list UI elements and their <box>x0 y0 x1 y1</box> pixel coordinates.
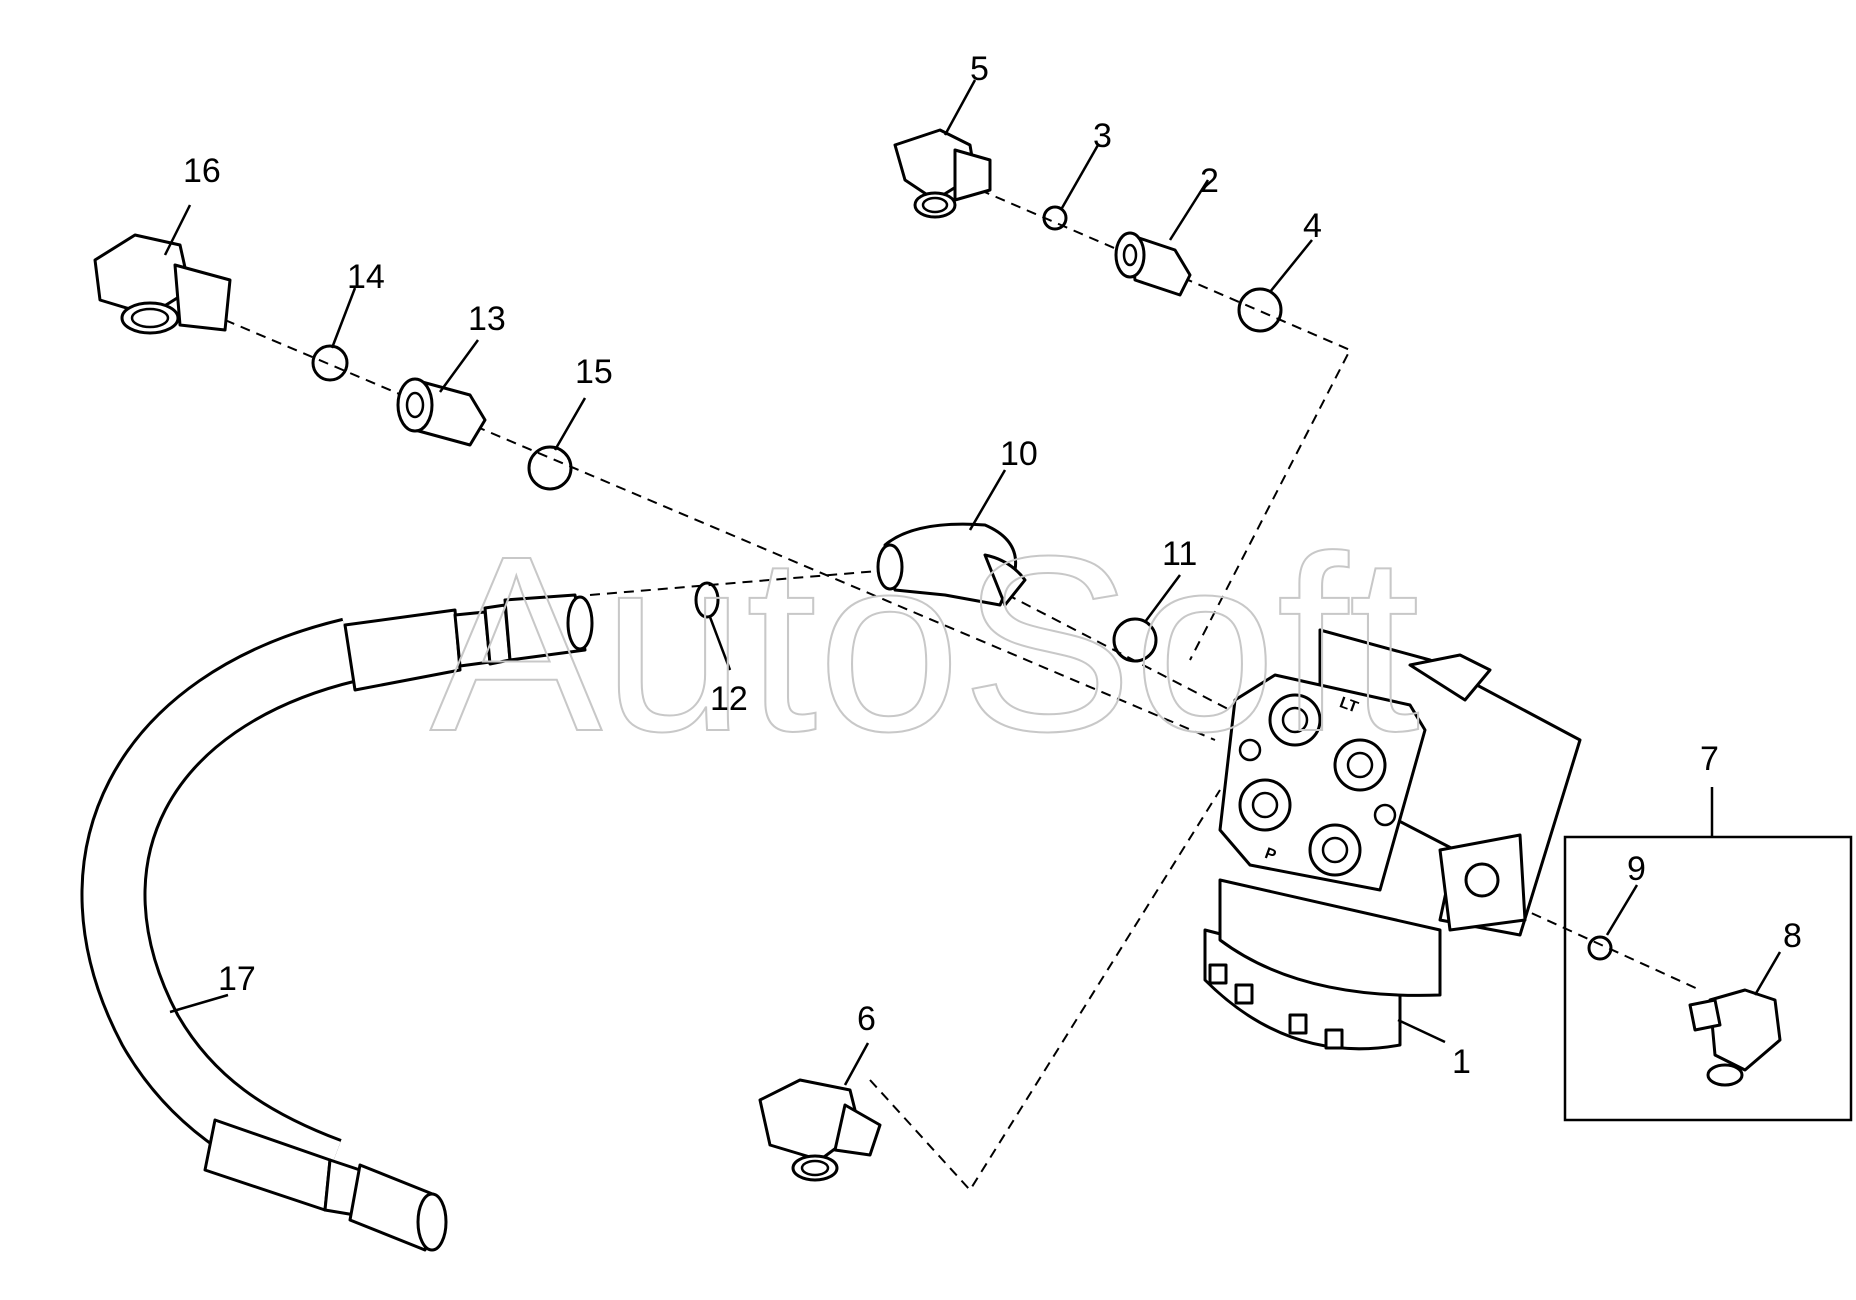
adapter-fitting-13 <box>396 377 487 447</box>
o-ring-11 <box>1112 617 1158 663</box>
hose-assembly-17 <box>80 593 594 1252</box>
callout-5: 5 <box>970 50 989 88</box>
o-ring-15 <box>527 445 573 491</box>
callout-7: 7 <box>1700 740 1719 778</box>
callout-8: 8 <box>1783 917 1802 955</box>
callout-16: 16 <box>183 152 221 190</box>
elbow-fitting-10 <box>876 522 1027 607</box>
callout-17: 17 <box>218 960 256 998</box>
callout-numbers: 1 2 3 4 5 6 7 8 9 10 11 12 13 14 15 16 1… <box>183 50 1802 1081</box>
watermark-text: AutoSoft <box>430 504 1420 783</box>
o-ring-4 <box>1237 287 1283 333</box>
o-rings <box>311 205 1613 961</box>
o-ring-14 <box>311 344 349 382</box>
kit-box-7 <box>1563 835 1853 1122</box>
port-label-lt: LT <box>1337 694 1360 716</box>
steering-unit: LT P <box>1203 628 1582 1051</box>
callout-11: 11 <box>1162 535 1197 573</box>
callout-12: 12 <box>710 680 748 718</box>
callout-6: 6 <box>857 1000 876 1038</box>
o-ring-3 <box>1042 205 1068 231</box>
elbow-fitting-6 <box>758 1078 882 1182</box>
o-ring-12 <box>694 581 720 619</box>
bolt-heads <box>1208 963 1344 1050</box>
callout-2: 2 <box>1200 162 1219 200</box>
adapter-fitting-2 <box>1114 231 1192 297</box>
callout-4: 4 <box>1303 207 1322 245</box>
callout-15: 15 <box>575 353 613 391</box>
callout-1: 1 <box>1452 1043 1471 1081</box>
callout-13: 13 <box>468 300 506 338</box>
callout-3: 3 <box>1093 117 1112 155</box>
elbow-fitting-16 <box>93 233 232 335</box>
o-ring-9 <box>1587 935 1613 961</box>
callout-9: 9 <box>1627 850 1646 888</box>
ports <box>1238 693 1397 877</box>
elbow-fitting-8 <box>1688 988 1782 1087</box>
callout-14: 14 <box>347 258 385 296</box>
elbow-fitting-5 <box>893 128 992 219</box>
leader-lines <box>163 79 1782 1086</box>
callout-10: 10 <box>1000 435 1038 473</box>
